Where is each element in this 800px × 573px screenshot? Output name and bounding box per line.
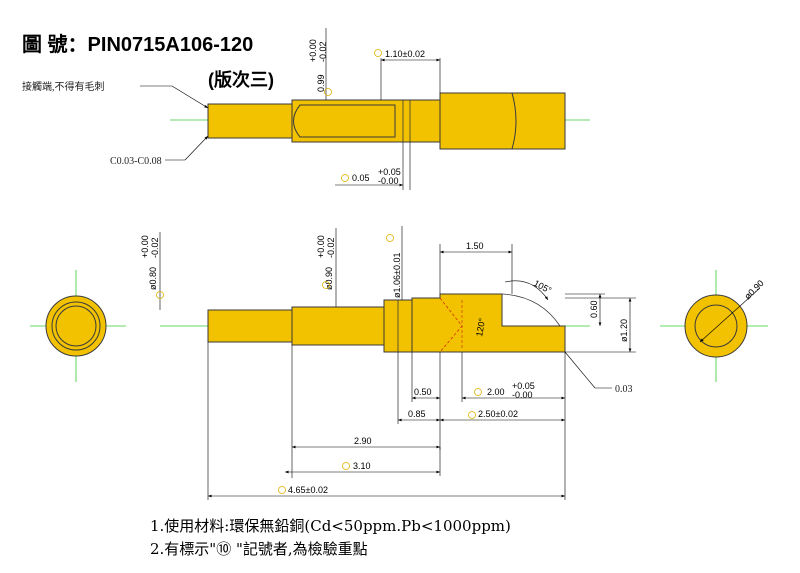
collar-len-label: 0.50	[414, 387, 432, 397]
top-depth-tol-plus: +0.05	[378, 167, 401, 177]
inspection-mark-icon	[341, 174, 349, 182]
edge-leader	[564, 351, 596, 389]
tip-dia-label: ø0.80	[148, 267, 158, 290]
to-body-label: 0.85	[408, 409, 426, 419]
side-view: ø0.80 +0.00 -0.02 ø0.90 +0.00 -0.02 ø1.0…	[140, 226, 636, 500]
inspection-mark-icon	[386, 234, 394, 242]
top-dia-tol-minus: -0.02	[318, 41, 328, 62]
top-cup-outline	[511, 92, 566, 150]
top-dia-label: 0.99	[316, 74, 326, 92]
inspection-mark-icon	[278, 486, 286, 494]
tip-dia-tol-minus: -0.02	[150, 237, 160, 258]
contact-leader-2	[171, 85, 209, 109]
side-mid-section	[291, 306, 385, 346]
mid-dia-tol-plus: +0.00	[316, 235, 326, 258]
top-depth-tol-minus: -0.00	[378, 176, 399, 186]
cup-slot-label: 2.00	[487, 387, 505, 397]
top-view: 0.99 +0.00 -0.02 1.10±0.02 0.05 +0.05 -0…	[22, 28, 590, 190]
top-dia-tol-plus: +0.00	[308, 39, 318, 62]
collar-dia-label: ø1.06±0.01	[392, 253, 402, 298]
left-end-view	[30, 270, 126, 382]
drill-angle-label: 120°	[474, 317, 487, 337]
chamfer-leader-2	[184, 135, 209, 161]
top-depth-label: 0.05	[352, 173, 370, 183]
note-material: 1.使用材料:環保無鉛銅(Cd<50ppm.Pb<1000ppm)	[150, 517, 511, 535]
note-inspection: 2.有標示"⑩ "記號者,為檢驗重點	[150, 540, 368, 558]
overall-len-label: 4.65±0.02	[288, 485, 328, 495]
cup-arc	[501, 293, 561, 327]
inspection-mark-icon	[342, 462, 350, 470]
mid-dia-tol-minus: -0.02	[326, 237, 336, 258]
inspection-mark-icon	[474, 388, 482, 396]
body-len-label: 2.50±0.02	[478, 409, 518, 419]
edge-label: 0.03	[615, 384, 633, 395]
cup-depth-label: 0.60	[589, 300, 599, 318]
cup-angle-arc	[504, 280, 549, 301]
body-dia-label: ø1.20	[619, 319, 629, 342]
mid-dia-label: ø0.90	[324, 267, 334, 290]
top-slot-outline	[293, 104, 396, 138]
right-end-dia-line	[699, 287, 761, 343]
inspection-mark-icon	[322, 281, 330, 289]
end-view-dia-label: ø0.90	[742, 278, 765, 301]
cup-len-label: 1.50	[466, 241, 484, 251]
len290-label: 2.90	[354, 436, 372, 446]
inspection-mark-icon	[374, 49, 382, 57]
cup-slot-tol-plus: +0.05	[512, 381, 535, 391]
side-tip-section	[207, 309, 293, 343]
tip-dia-tol-plus: +0.00	[140, 235, 150, 258]
chamfer-label: C0.03-C0.08	[110, 156, 162, 167]
inspection-mark-icon	[156, 291, 164, 299]
right-end-view: ø0.90	[660, 270, 768, 382]
top-tip-section	[207, 103, 293, 139]
left-end-inner	[55, 305, 97, 347]
contact-end-label: 接觸端,不得有毛刺	[22, 80, 105, 93]
inspection-mark-icon	[468, 411, 476, 419]
inspection-mark-icon	[324, 88, 332, 96]
cup-slot-tol-minus: -0.00	[512, 390, 533, 400]
side-body-section	[411, 293, 566, 353]
top-slot-width-label: 1.10±0.02	[385, 49, 425, 59]
len310-label: 3.10	[353, 461, 371, 471]
revision-label: (版次三)	[208, 70, 274, 90]
right-end-inner	[694, 304, 738, 348]
part-number-title: 圖 號：PIN0715A106-120	[22, 34, 254, 56]
